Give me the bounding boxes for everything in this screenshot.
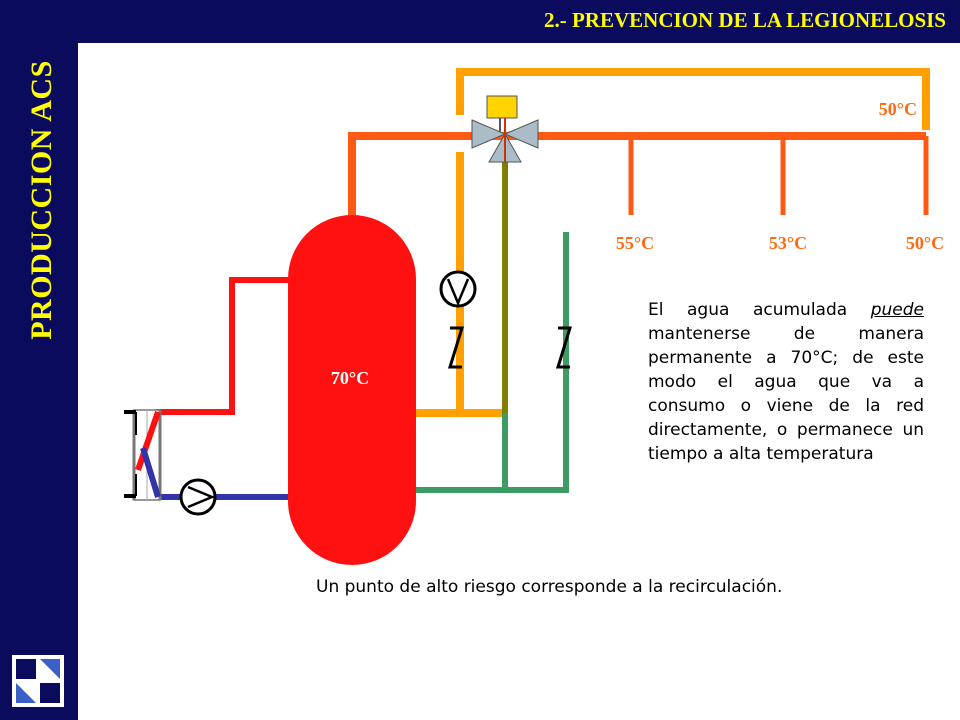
- hot-supply-pipe: [348, 132, 926, 225]
- description-text-end: mantenerse de manera permanente a 70°C; …: [648, 324, 924, 464]
- tap-temperature-55: 55°C: [616, 233, 654, 253]
- brand-logo-icon: [12, 655, 64, 707]
- tap-temperature-53: 53°C: [769, 233, 807, 253]
- pump-icon: [439, 270, 477, 308]
- tank-temperature: 70°C: [331, 368, 369, 388]
- cold-water-pipe: [416, 232, 569, 493]
- legionella-circuit-diagram: 70°C 50°C 55°C 53°C: [124, 68, 944, 565]
- tap-temperature-50: 50°C: [906, 233, 944, 253]
- heat-exchanger-icon: [124, 409, 162, 501]
- storage-tank-icon: [288, 215, 416, 565]
- page-title: 2.- PREVENCION DE LA LEGIONELOSIS: [543, 8, 946, 32]
- pump-icon: [179, 478, 217, 516]
- risk-footnote: Un punto de alto riesgo corresponde a la…: [316, 577, 783, 597]
- check-valve-icon: [447, 326, 465, 369]
- recirculation-return-pipe: [456, 68, 930, 130]
- vertical-section-title: PRODUCCION ACS: [25, 60, 58, 340]
- description-text-start: El agua acumulada: [648, 300, 871, 320]
- description-emphasis: puede: [870, 300, 924, 320]
- three-way-valve-icon: [471, 95, 539, 163]
- header-bar: 2.- PREVENCION DE LA LEGIONELOSIS: [78, 0, 960, 43]
- sidebar: PRODUCCION ACS: [0, 0, 78, 720]
- check-valve-icon: [555, 326, 573, 369]
- return-temperature: 50°C: [879, 99, 917, 119]
- description-paragraph: El agua acumulada puede mantenerse de ma…: [648, 298, 924, 466]
